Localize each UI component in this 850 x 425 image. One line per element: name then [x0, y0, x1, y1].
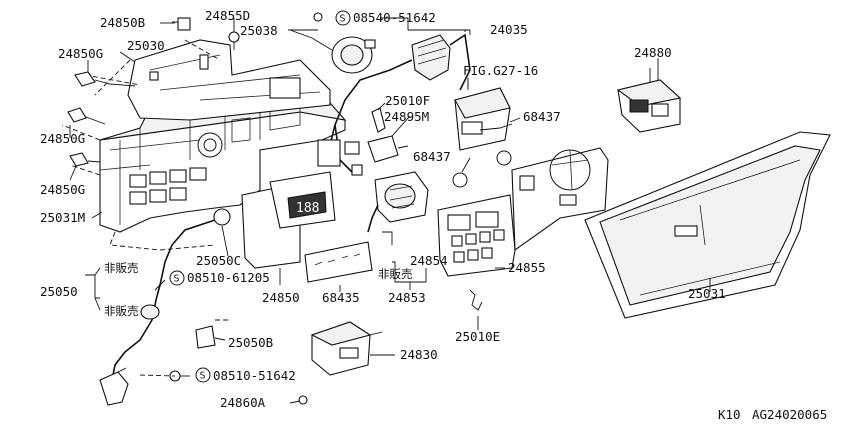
- display-24850: 188: [241, 171, 336, 269]
- label-screw-3: 08510-51642: [213, 368, 296, 383]
- bulb-68437-2: [452, 172, 468, 188]
- clamp-25050B: [195, 319, 230, 349]
- speedo-cable: [99, 208, 231, 406]
- wire-harness: [317, 29, 471, 176]
- label-68437-2: 68437: [413, 149, 451, 164]
- label-screw-2: 08510-61205: [187, 270, 270, 285]
- label-24850G-3: 24850G: [40, 182, 85, 197]
- label-24855D: 24855D: [205, 8, 250, 23]
- cluster-lid-25031: [584, 131, 831, 319]
- hook-25010E: [469, 289, 483, 311]
- small-part-24850B: [172, 17, 191, 31]
- label-25010E: 25010E: [455, 329, 500, 344]
- label-25010F: 25010F: [385, 93, 430, 108]
- label-24850: 24850: [262, 290, 300, 305]
- label-24850G-1: 24850G: [58, 46, 103, 61]
- cluster-panel-24855: [437, 147, 609, 277]
- screw-symbol-3: S: [195, 367, 211, 383]
- bulb-68437-1: [496, 150, 512, 166]
- relay-24830: [310, 321, 383, 376]
- label-24035: 24035: [490, 22, 528, 37]
- label-24854: 24854: [410, 253, 448, 268]
- svg-text:S: S: [174, 274, 180, 285]
- label-nonsale-1: 非販売: [104, 261, 139, 275]
- footer-code: AG24020065: [752, 407, 827, 422]
- label-24860A: 24860A: [220, 395, 266, 410]
- screw-24860A: [298, 395, 308, 405]
- label-68437-1: 68437: [523, 109, 561, 124]
- label-nonsale-2: 非販売: [104, 304, 139, 318]
- fig-module: [454, 78, 513, 151]
- display-digits: 188: [296, 201, 319, 216]
- label-screw-1: 08540-51642: [353, 10, 436, 25]
- label-25030: 25030: [127, 38, 165, 53]
- label-24880: 24880: [634, 45, 672, 60]
- label-25050: 25050: [40, 284, 78, 299]
- gauge-24854: [367, 171, 429, 233]
- label-68435: 68435: [322, 290, 360, 305]
- label-24850G-2: 24850G: [40, 131, 85, 146]
- label-24850B: 24850B: [100, 15, 145, 30]
- footer-model: K10: [718, 407, 741, 422]
- bulb-socket-2: [67, 107, 106, 125]
- bulb-socket-1: [74, 71, 136, 87]
- warning-panel-68435: [304, 231, 393, 283]
- label-25031: 25031: [688, 286, 726, 301]
- clip-25010F: [371, 107, 386, 133]
- label-24895M: 24895M: [384, 109, 429, 124]
- label-24855: 24855: [508, 260, 546, 275]
- label-25038: 25038: [240, 23, 278, 38]
- label-25050C: 25050C: [196, 253, 241, 268]
- switch-24880: [616, 68, 682, 133]
- part-labels: 24850B 24855D 25038 08540-51642 24035 24…: [40, 8, 726, 410]
- buzzer: [289, 29, 376, 74]
- screw-symbol-1: S: [335, 10, 351, 26]
- screw-symbol-2: S: [169, 270, 185, 286]
- svg-text:S: S: [340, 14, 346, 25]
- connector-24895M: [367, 135, 409, 163]
- label-24830: 24830: [400, 347, 438, 362]
- leader-lines: [69, 17, 711, 404]
- screw-08540: [313, 12, 323, 22]
- svg-text:S: S: [200, 371, 206, 382]
- label-25050B: 25050B: [228, 335, 273, 350]
- label-nonsale-3: 非販売: [378, 267, 413, 281]
- printed-circuit: [127, 39, 331, 121]
- label-fig: FIG.G27-16: [463, 63, 538, 78]
- label-25031M: 25031M: [40, 210, 85, 225]
- label-24853: 24853: [388, 290, 426, 305]
- bulb-socket-3: [69, 152, 101, 167]
